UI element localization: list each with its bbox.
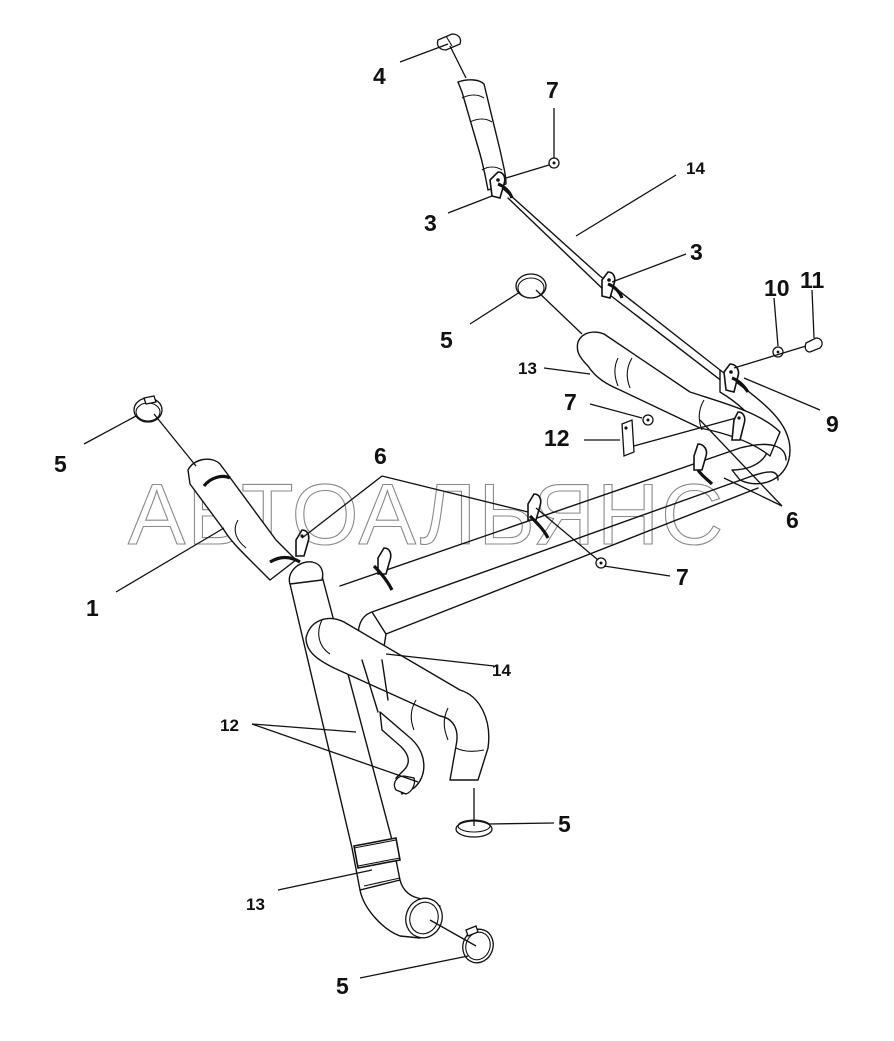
callout-8: 9: [826, 411, 839, 437]
washer-9: [772, 346, 784, 358]
callout-14-lower: 14: [492, 661, 511, 680]
bolt-10: [733, 337, 823, 369]
callout-7-lower: 7: [676, 564, 689, 590]
callout-7-bracket: 7: [564, 389, 577, 415]
callout-12: 12: [220, 716, 239, 735]
pipe-clip-3-upper: [489, 171, 514, 199]
callout-5-bottom: 5: [336, 973, 349, 999]
callout-6-left: 6: [374, 443, 387, 469]
upper-hose-segment: [457, 79, 507, 191]
callout-9: 10: [764, 275, 790, 301]
nut-7-lower: [535, 507, 607, 569]
callout-4: 4: [373, 63, 386, 89]
callout-13-upper: 13: [518, 359, 537, 378]
callout-3-upper: 3: [424, 210, 437, 236]
hose-13-bottom-elbow: [359, 877, 443, 939]
end-cap-4: [436, 33, 467, 79]
callout-6-right: 6: [786, 507, 799, 533]
leader-lines: [83, 43, 821, 979]
pipe-clip-3-middle: [601, 271, 624, 299]
callout-10: 11: [800, 267, 825, 293]
pipe-clamp-6-left-b: [372, 547, 394, 591]
callout-labels: 4 7 14 3 3 10 11 5 13 7 12 9 5 6 6 7 1 1…: [54, 63, 839, 999]
hose-13-upper: [576, 331, 781, 457]
callout-5-upper-right: 5: [440, 327, 453, 353]
hose-clamp-5-lower-middle: [455, 788, 493, 838]
pipe-clamp-6-right-b: [731, 411, 746, 441]
nut-7-top: [505, 157, 560, 179]
metal-pipe-14-lower: [361, 659, 389, 713]
callout-11: 12: [544, 425, 570, 451]
pipe-clip-8: [723, 363, 750, 393]
hose-1: [187, 458, 297, 581]
hose-12-lower-bend: [379, 711, 425, 795]
callout-3-middle: 3: [690, 239, 703, 265]
nut-7-bracket: [642, 414, 654, 426]
callout-5-upper-left: 5: [54, 451, 67, 477]
pipe-clamp-6-left-a: [269, 529, 310, 564]
pipe-clamp-6-right-a: [693, 443, 714, 486]
pipe-clamp-6-middle: [527, 493, 550, 539]
callout-1: 1: [86, 595, 99, 621]
callout-5-lower-middle: 5: [558, 811, 571, 837]
hose-12: [305, 617, 490, 781]
bracket-11: [621, 417, 737, 457]
callout-13-bottom: 13: [246, 895, 265, 914]
hose-clamp-5-upper-left: [133, 395, 197, 467]
hose-clamp-5-upper-right: [515, 273, 583, 335]
hose-clamp-5-bottom: [429, 919, 494, 964]
callout-14-upper: 14: [686, 159, 705, 178]
callout-7-top: 7: [546, 77, 559, 103]
